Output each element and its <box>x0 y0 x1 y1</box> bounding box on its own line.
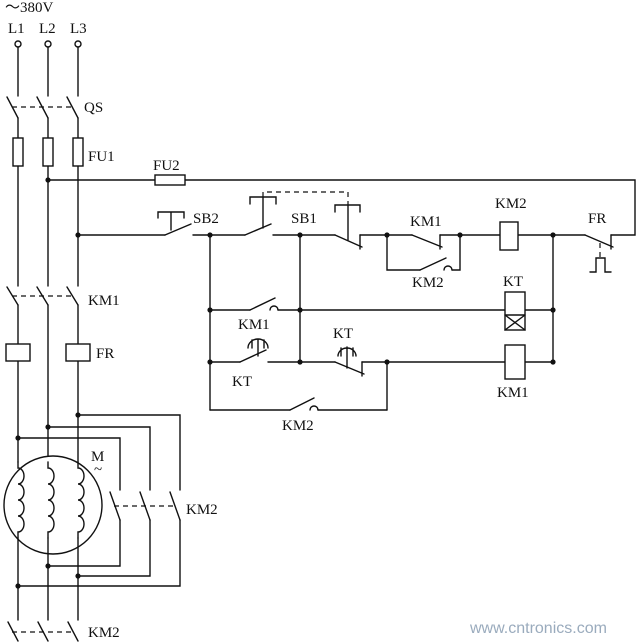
km2-aux-contact <box>289 397 319 411</box>
km2-star-label: KM2 <box>88 625 120 641</box>
fr-actuator-symbol <box>589 257 612 273</box>
km2-branch-contact <box>419 257 453 271</box>
km2-delta-return-wiring <box>17 519 181 587</box>
km1-coil-label: KM1 <box>497 385 529 401</box>
junction <box>75 232 81 238</box>
phase-label-l3: L3 <box>70 21 87 37</box>
sb1-mechanical-link <box>262 191 349 205</box>
power-circuit: QS FU1 KM1 FR KM2 M ~ KM2 <box>3 46 218 642</box>
km2-delta-label: KM2 <box>186 502 218 518</box>
kt-contact-left <box>239 349 267 363</box>
junction <box>457 232 463 238</box>
qs-label: QS <box>84 100 103 116</box>
kt-contact-left-label: KT <box>232 374 252 390</box>
junction <box>75 573 81 579</box>
km1-coil <box>504 344 526 380</box>
control-rails <box>209 234 554 411</box>
sb2-contact <box>164 223 192 236</box>
fr-thermal-l1 <box>5 343 31 362</box>
motor-ac-symbol: ~ <box>94 462 102 478</box>
km1-interlock-contact <box>411 234 443 250</box>
junction <box>15 583 21 589</box>
phase-label-l2: L2 <box>39 21 56 37</box>
fr-contact-label: FR <box>588 211 606 227</box>
junction <box>75 412 81 418</box>
motor-winding-v <box>47 461 55 539</box>
fuse-fu1-l1 <box>12 137 24 167</box>
fr-thermal-l3 <box>65 343 91 362</box>
power-wiring <box>17 46 79 463</box>
junction <box>45 177 51 183</box>
junction <box>550 307 556 313</box>
sb1-label: SB1 <box>291 211 317 227</box>
kt-contact-mid-label: KT <box>333 326 353 342</box>
kt-left-timer-symbol <box>247 338 269 357</box>
terminal-l3 <box>74 40 82 48</box>
supply-voltage-label: ～380V <box>5 0 54 16</box>
control-circuit: FU2 SB2 SB1 KM1 KM2 KM2 FR K <box>47 158 636 434</box>
junction <box>384 232 390 238</box>
kt-coil <box>504 291 526 331</box>
fu1-label: FU1 <box>88 149 115 165</box>
junction <box>207 232 213 238</box>
km2-branch-wiring <box>386 234 461 271</box>
km2-aux-label: KM2 <box>282 418 314 434</box>
sb1-no-contact <box>244 223 272 236</box>
phase-label-l1: L1 <box>8 21 25 37</box>
junction <box>384 359 390 365</box>
junction <box>297 359 303 365</box>
junction <box>45 563 51 569</box>
fr-contact <box>584 234 614 250</box>
km2-branch-label: KM2 <box>412 275 444 291</box>
fuse-fu1-l3 <box>72 137 84 167</box>
watermark: www.cntronics.com <box>469 620 607 637</box>
km1-aux-contact <box>249 297 279 311</box>
control-supply-wiring <box>47 179 636 236</box>
sb1-nc-button-head <box>334 204 361 241</box>
junction <box>15 435 21 441</box>
km1-interlock-label: KM1 <box>410 214 442 230</box>
fr-main-label: FR <box>96 346 114 362</box>
km1-aux-label: KM1 <box>238 317 270 333</box>
sb2-label: SB2 <box>193 211 219 227</box>
terminal-l1 <box>14 40 22 48</box>
kt-coil-label: KT <box>503 274 523 290</box>
kt-mid-timer-symbol <box>337 346 357 369</box>
kt-coil-delay-marker <box>504 314 526 331</box>
km2-coil-label: KM2 <box>495 196 527 212</box>
fu2-label: FU2 <box>153 158 180 174</box>
junction <box>550 232 556 238</box>
motor-tail-wiring <box>17 537 79 621</box>
terminal-l2 <box>44 40 52 48</box>
supply-terminals: ～380V L1 L2 L3 <box>5 0 87 48</box>
km1-main-label: KM1 <box>88 293 120 309</box>
junction <box>550 359 556 365</box>
motor-winding-u <box>17 461 25 539</box>
fuse-fu2 <box>154 174 186 186</box>
junction <box>207 359 213 365</box>
junction <box>297 307 303 313</box>
junction <box>45 424 51 430</box>
sb1-nc-contact <box>334 234 363 250</box>
kt-contact-mid <box>334 361 365 377</box>
motor-label: M <box>91 449 104 465</box>
motor-winding-w <box>77 461 85 539</box>
junction <box>207 307 213 313</box>
sb2-button-head <box>157 211 185 231</box>
km2-coil <box>499 221 519 251</box>
junction <box>297 232 303 238</box>
motor-tap-wiring <box>17 414 181 491</box>
fuse-fu1-l2 <box>42 137 54 167</box>
sb1-button-head <box>249 196 277 229</box>
junction-dots <box>15 177 556 589</box>
